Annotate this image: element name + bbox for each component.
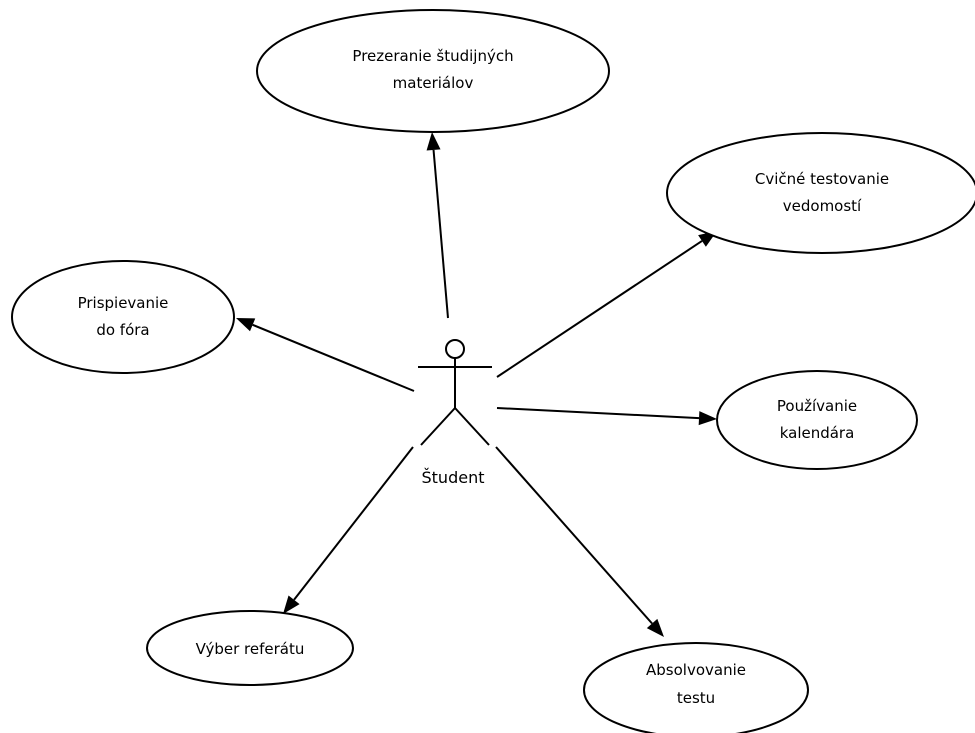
use-case-referat: Výber referátu — [146, 610, 354, 686]
association-referat — [293, 446, 414, 601]
use-case-label: do fóra — [96, 321, 149, 339]
use-case-label: Výber referátu — [196, 640, 305, 658]
use-case-label: materiálov — [393, 74, 474, 92]
actor-label: Študent — [422, 468, 485, 487]
use-case-label: Prispievanie — [78, 294, 169, 312]
associations — [236, 132, 717, 637]
use-case-ellipse — [583, 642, 809, 733]
arrowhead-prezeranie — [426, 132, 441, 151]
association-prezeranie — [432, 149, 449, 319]
actor-left-leg — [420, 407, 456, 446]
use-case-prispievanie: Prispievanie do fóra — [11, 260, 235, 374]
use-case-label: testu — [677, 689, 715, 707]
use-case-ellipse — [256, 9, 610, 133]
use-case-label: Cvičné testovanie — [755, 170, 889, 188]
use-case-label: Absolvovanie — [646, 661, 746, 679]
use-case-label: Používanie — [777, 397, 857, 415]
actor-student: Študent — [418, 339, 492, 487]
use-case-label: Prezeranie študijných — [352, 47, 513, 65]
arrowhead-kalendar — [698, 411, 717, 426]
association-kalendar — [496, 407, 700, 420]
use-case-ellipse — [716, 370, 918, 470]
use-case-absolvovanie: Absolvovanie testu — [583, 642, 809, 733]
use-case-ellipse — [666, 132, 975, 254]
use-case-label: vedomostí — [783, 197, 862, 215]
association-absolvovanie — [495, 446, 653, 625]
use-case-prezeranie: Prezeranie študijných materiálov — [256, 9, 610, 133]
actor-right-leg — [454, 407, 490, 446]
use-case-ellipse — [146, 610, 354, 686]
use-case-kalendar: Používanie kalendára — [716, 370, 918, 470]
arrowhead-absolvovanie — [646, 618, 664, 637]
use-case-cvicne: Cvičné testovanie vedomostí — [666, 132, 975, 254]
actor-head — [445, 339, 465, 359]
arrowhead-prispievanie — [236, 318, 256, 332]
association-cvicne — [496, 240, 703, 378]
arrowhead-referat — [283, 595, 300, 614]
association-prispievanie — [252, 323, 415, 392]
use-case-ellipse — [11, 260, 235, 374]
use-case-label: kalendára — [780, 424, 855, 442]
